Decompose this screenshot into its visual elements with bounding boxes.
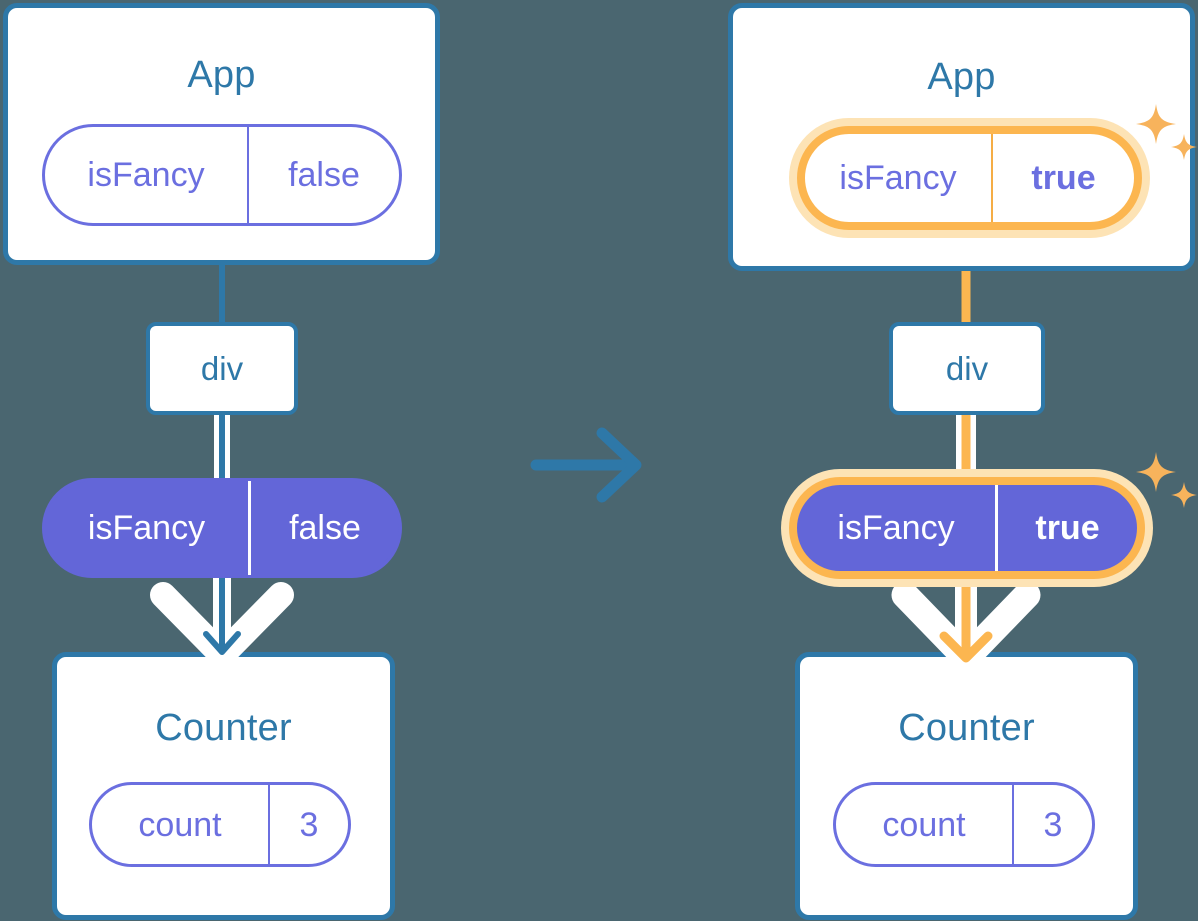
sparkle-large-icon [1136, 104, 1176, 144]
before-div-label: div [200, 349, 244, 387]
before-prop-name: isFancy [87, 509, 206, 547]
after-app-title: App [927, 56, 996, 98]
after-prop-pill: isFancy true [789, 477, 1145, 579]
before-prop-value: false [248, 481, 399, 575]
before-counter-state-name: count [138, 805, 222, 844]
before-counter-state-pill: count 3 [89, 782, 351, 867]
before-app-state-value: false [247, 127, 399, 223]
after-counter-state-value: 3 [1012, 785, 1092, 864]
after-prop-sparkles [1136, 452, 1197, 508]
sparkle-large-icon [1136, 452, 1176, 492]
after-prop-value: true [995, 485, 1137, 571]
after-counter-title: Counter [898, 707, 1035, 749]
after-app-sparkles [1136, 104, 1197, 160]
after-counter-state-name: count [882, 805, 966, 844]
after-counter-state-pill: count 3 [833, 782, 1095, 867]
before-counter-title: Counter [155, 707, 292, 749]
after-div-label: div [945, 349, 989, 387]
before-app-title: App [187, 54, 256, 96]
sparkle-small-icon [1171, 134, 1197, 160]
after-app-state-pill: isFancy true [797, 126, 1142, 230]
before-counter-state-value: 3 [268, 785, 348, 864]
after-prop-name: isFancy [837, 509, 955, 547]
after-app-state-name: isFancy [839, 159, 957, 197]
before-app-state-pill: isFancy false [42, 124, 402, 226]
before-div-box: div [146, 322, 298, 415]
after-app-state-value: true [991, 134, 1134, 222]
transition-arrow-right-icon [530, 427, 642, 503]
after-div-box: div [889, 322, 1045, 415]
before-app-state-name: isFancy [87, 156, 205, 194]
before-prop-pill: isFancy false [42, 478, 402, 578]
sparkle-small-icon [1171, 482, 1197, 508]
